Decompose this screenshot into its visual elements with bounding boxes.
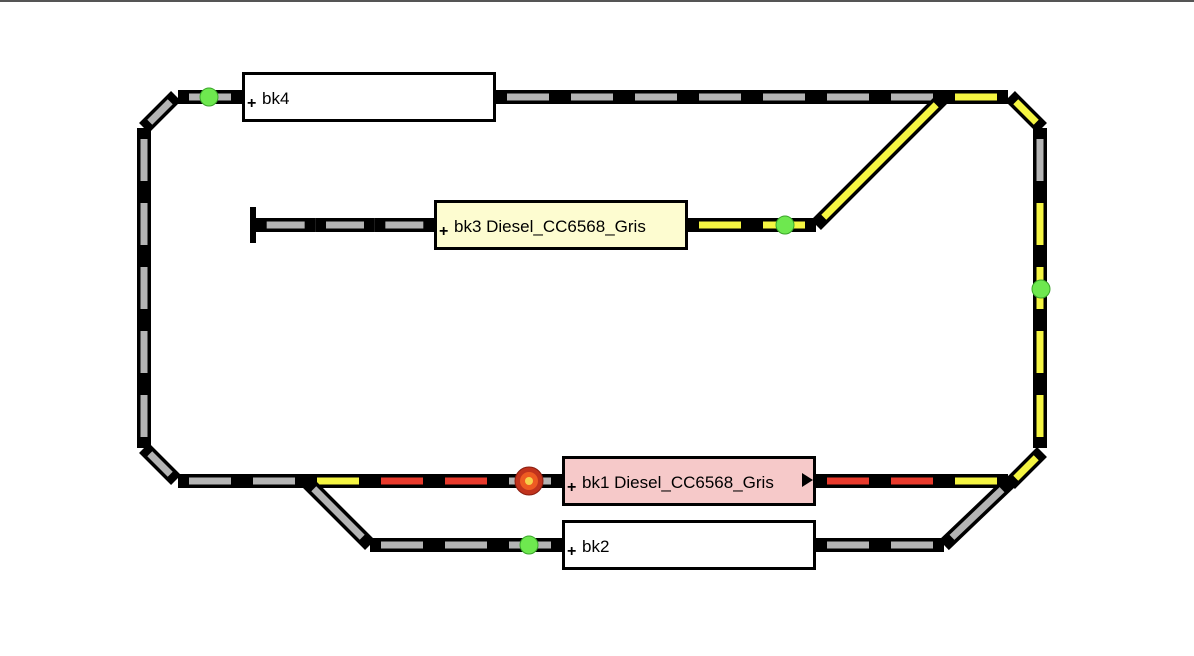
block-bk1[interactable]: + bk1 Diesel_CC6568_Gris xyxy=(562,456,816,506)
block-label: bk2 xyxy=(582,537,610,556)
block-bk4[interactable]: + bk4 xyxy=(242,72,496,122)
plus-icon: + xyxy=(439,223,449,240)
track-indicator xyxy=(1013,455,1039,481)
block-label: bk1 Diesel_CC6568_Gris xyxy=(582,473,774,492)
block-bk3[interactable]: + bk3 Diesel_CC6568_Gris xyxy=(434,200,688,250)
track-indicator xyxy=(311,486,365,540)
block-label: bk3 Diesel_CC6568_Gris xyxy=(454,217,646,236)
track-indicator xyxy=(949,487,1005,540)
signal-bk1-west-core xyxy=(525,477,533,485)
track-indicator xyxy=(821,102,939,220)
signal-right-loop xyxy=(1031,279,1051,299)
block-label: bk4 xyxy=(262,89,290,108)
plus-icon: + xyxy=(567,543,577,560)
plus-icon: + xyxy=(247,95,257,112)
track-indicator xyxy=(1013,99,1039,125)
block-bk2[interactable]: + bk2 xyxy=(562,520,816,570)
play-arrow-icon xyxy=(802,473,813,487)
plus-icon: + xyxy=(567,479,577,496)
window-top-border xyxy=(0,0,1194,2)
track-indicator xyxy=(147,451,173,477)
signal-bk4-west xyxy=(199,87,219,107)
signal-bk3-east xyxy=(775,215,795,235)
track-indicator xyxy=(147,99,173,125)
signal-bk2-west xyxy=(519,535,539,555)
